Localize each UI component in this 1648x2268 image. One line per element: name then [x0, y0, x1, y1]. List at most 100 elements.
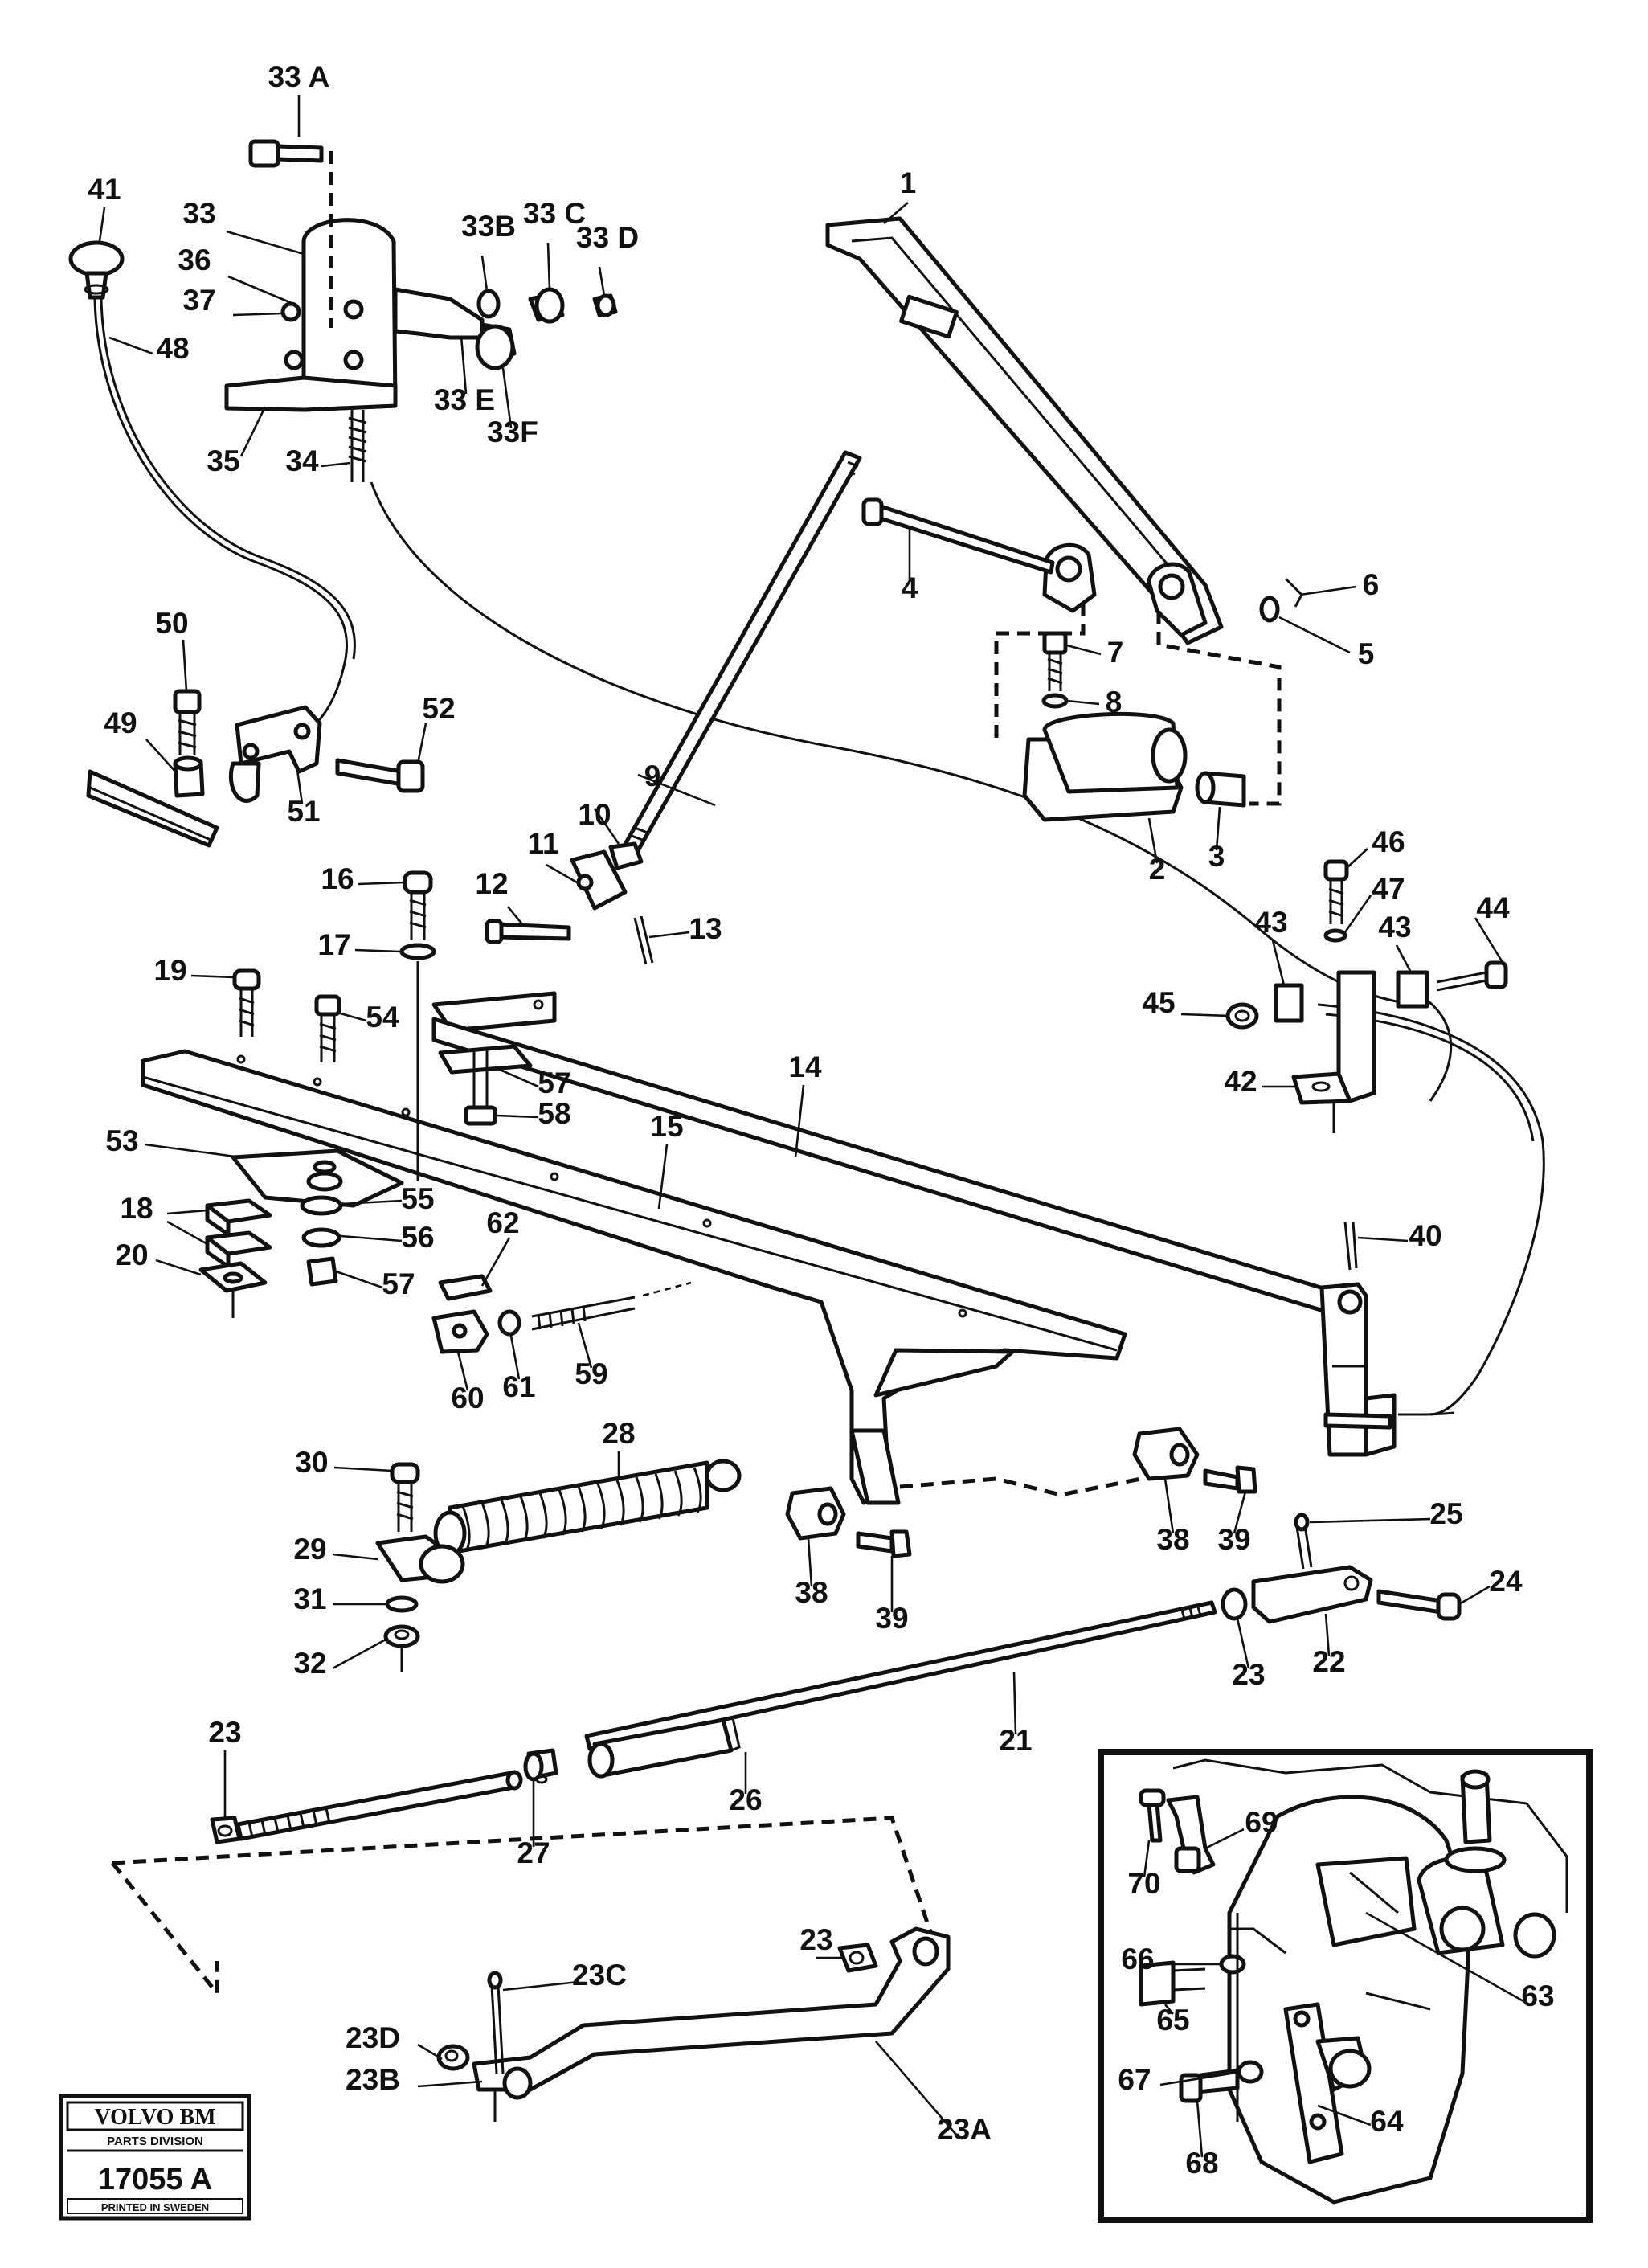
- callout-33F: 33F: [487, 416, 538, 448]
- remote-control-bracket: [68, 139, 618, 482]
- callout-39b: 39: [1217, 1523, 1250, 1556]
- callout-56: 56: [401, 1221, 434, 1254]
- callout-69: 69: [1245, 1806, 1278, 1839]
- callout-25: 25: [1429, 1497, 1462, 1530]
- callout-40: 40: [1409, 1219, 1441, 1252]
- callout-45: 45: [1142, 986, 1175, 1019]
- callout-23b: 23: [208, 1716, 241, 1749]
- callout-51: 51: [287, 795, 320, 828]
- callout-57a: 57: [538, 1066, 570, 1099]
- callout-16: 16: [321, 862, 354, 895]
- callout-70: 70: [1127, 1867, 1160, 1900]
- callout-23D: 23D: [346, 2021, 400, 2054]
- callout-20: 20: [115, 1238, 148, 1271]
- callout-23A: 23A: [937, 2113, 992, 2146]
- rod-21-assembly: [584, 1513, 1462, 1751]
- callout-68: 68: [1185, 2147, 1218, 2180]
- callout-46: 46: [1372, 825, 1405, 858]
- callout-23B: 23B: [346, 2063, 400, 2096]
- callout-33A: 33 A: [268, 60, 330, 93]
- callout-43a: 43: [1254, 906, 1287, 939]
- control-cables: [93, 297, 1545, 1416]
- callout-33D: 33 D: [576, 221, 639, 254]
- callout-24: 24: [1489, 1565, 1523, 1598]
- callout-53: 53: [105, 1124, 138, 1157]
- tube-26-assembly: [111, 1717, 934, 2000]
- callout-57b: 57: [382, 1267, 415, 1300]
- callout-11: 11: [527, 827, 558, 860]
- frame-15: [141, 1049, 1142, 1505]
- callout-10: 10: [578, 798, 611, 831]
- callout-41: 41: [88, 173, 121, 206]
- callout-52: 52: [422, 692, 455, 725]
- rod-9: [485, 450, 862, 965]
- callout-33E: 33 E: [434, 383, 495, 416]
- callout-17: 17: [317, 928, 350, 961]
- callout-54: 54: [366, 1001, 399, 1034]
- callout-62: 62: [486, 1206, 519, 1239]
- callout-38b: 38: [1156, 1523, 1189, 1556]
- callout-36: 36: [178, 244, 211, 276]
- callout-38a: 38: [795, 1576, 828, 1609]
- callout-64: 64: [1370, 2105, 1404, 2138]
- callout-58: 58: [538, 1097, 570, 1130]
- callout-61: 61: [502, 1370, 535, 1403]
- callout-28: 28: [602, 1417, 635, 1450]
- callout-23a: 23: [1232, 1658, 1265, 1691]
- logo-printed: PRINTED IN SWEDEN: [101, 2201, 209, 2213]
- callout-19: 19: [153, 954, 186, 987]
- callout-1: 1: [900, 166, 917, 199]
- callout-43b: 43: [1378, 911, 1411, 944]
- callout-21: 21: [999, 1724, 1032, 1757]
- callout-9: 9: [644, 759, 661, 792]
- callout-50: 50: [155, 607, 188, 640]
- cable-clamp-assembly: [86, 689, 425, 848]
- callout-33C: 33 C: [523, 197, 586, 230]
- callout-12: 12: [475, 867, 508, 900]
- callout-32: 32: [293, 1647, 326, 1680]
- callout-59: 59: [575, 1357, 607, 1390]
- adjuster-59-62: [431, 1274, 692, 1354]
- callout-60: 60: [451, 1382, 484, 1414]
- callout-47: 47: [1372, 872, 1405, 905]
- callout-31: 31: [293, 1582, 326, 1615]
- logo-brand: VOLVO BM: [94, 2105, 215, 2130]
- callout-48: 48: [156, 332, 189, 365]
- callout-4: 4: [902, 571, 918, 604]
- lever-23A: [436, 1926, 951, 2122]
- callout-8: 8: [1106, 686, 1123, 718]
- callout-29: 29: [293, 1533, 326, 1566]
- callout-44: 44: [1476, 891, 1510, 924]
- leader-lines: [98, 95, 1524, 2158]
- logo-division: PARTS DIVISION: [107, 2135, 203, 2148]
- callout-7: 7: [1107, 636, 1124, 669]
- callout-33B: 33B: [461, 210, 516, 243]
- callout-26: 26: [729, 1783, 762, 1816]
- callout-13: 13: [689, 912, 722, 945]
- callout-33: 33: [182, 197, 215, 230]
- callout-34: 34: [285, 444, 319, 477]
- callout-37: 37: [182, 284, 215, 317]
- pedal-assembly: [825, 216, 1303, 822]
- spring-28: [375, 1459, 742, 1672]
- volvo-bm-logo-box: VOLVO BM PARTS DIVISION 17055 A PRINTED …: [59, 2094, 251, 2221]
- callout-63: 63: [1521, 1979, 1554, 2012]
- logo-number: 17055 A: [98, 2163, 212, 2196]
- cable-bracket-42: [1225, 859, 1508, 1133]
- callout-5: 5: [1358, 637, 1375, 670]
- callout-22: 22: [1312, 1645, 1345, 1678]
- callout-42: 42: [1224, 1065, 1257, 1098]
- callout-65: 65: [1156, 2004, 1189, 2037]
- callout-15: 15: [650, 1110, 683, 1143]
- callout-27: 27: [517, 1836, 550, 1869]
- callout-66: 66: [1121, 1943, 1154, 1975]
- detail-inset: [1098, 1749, 1593, 2223]
- callout-23c: 23: [799, 1923, 832, 1956]
- callout-35: 35: [207, 444, 239, 477]
- callout-67: 67: [1118, 2063, 1151, 2096]
- cross-shaft-14: [431, 991, 1397, 1457]
- callout-14: 14: [788, 1050, 822, 1083]
- callout-23C: 23C: [572, 1959, 627, 1992]
- callout-55: 55: [401, 1182, 434, 1215]
